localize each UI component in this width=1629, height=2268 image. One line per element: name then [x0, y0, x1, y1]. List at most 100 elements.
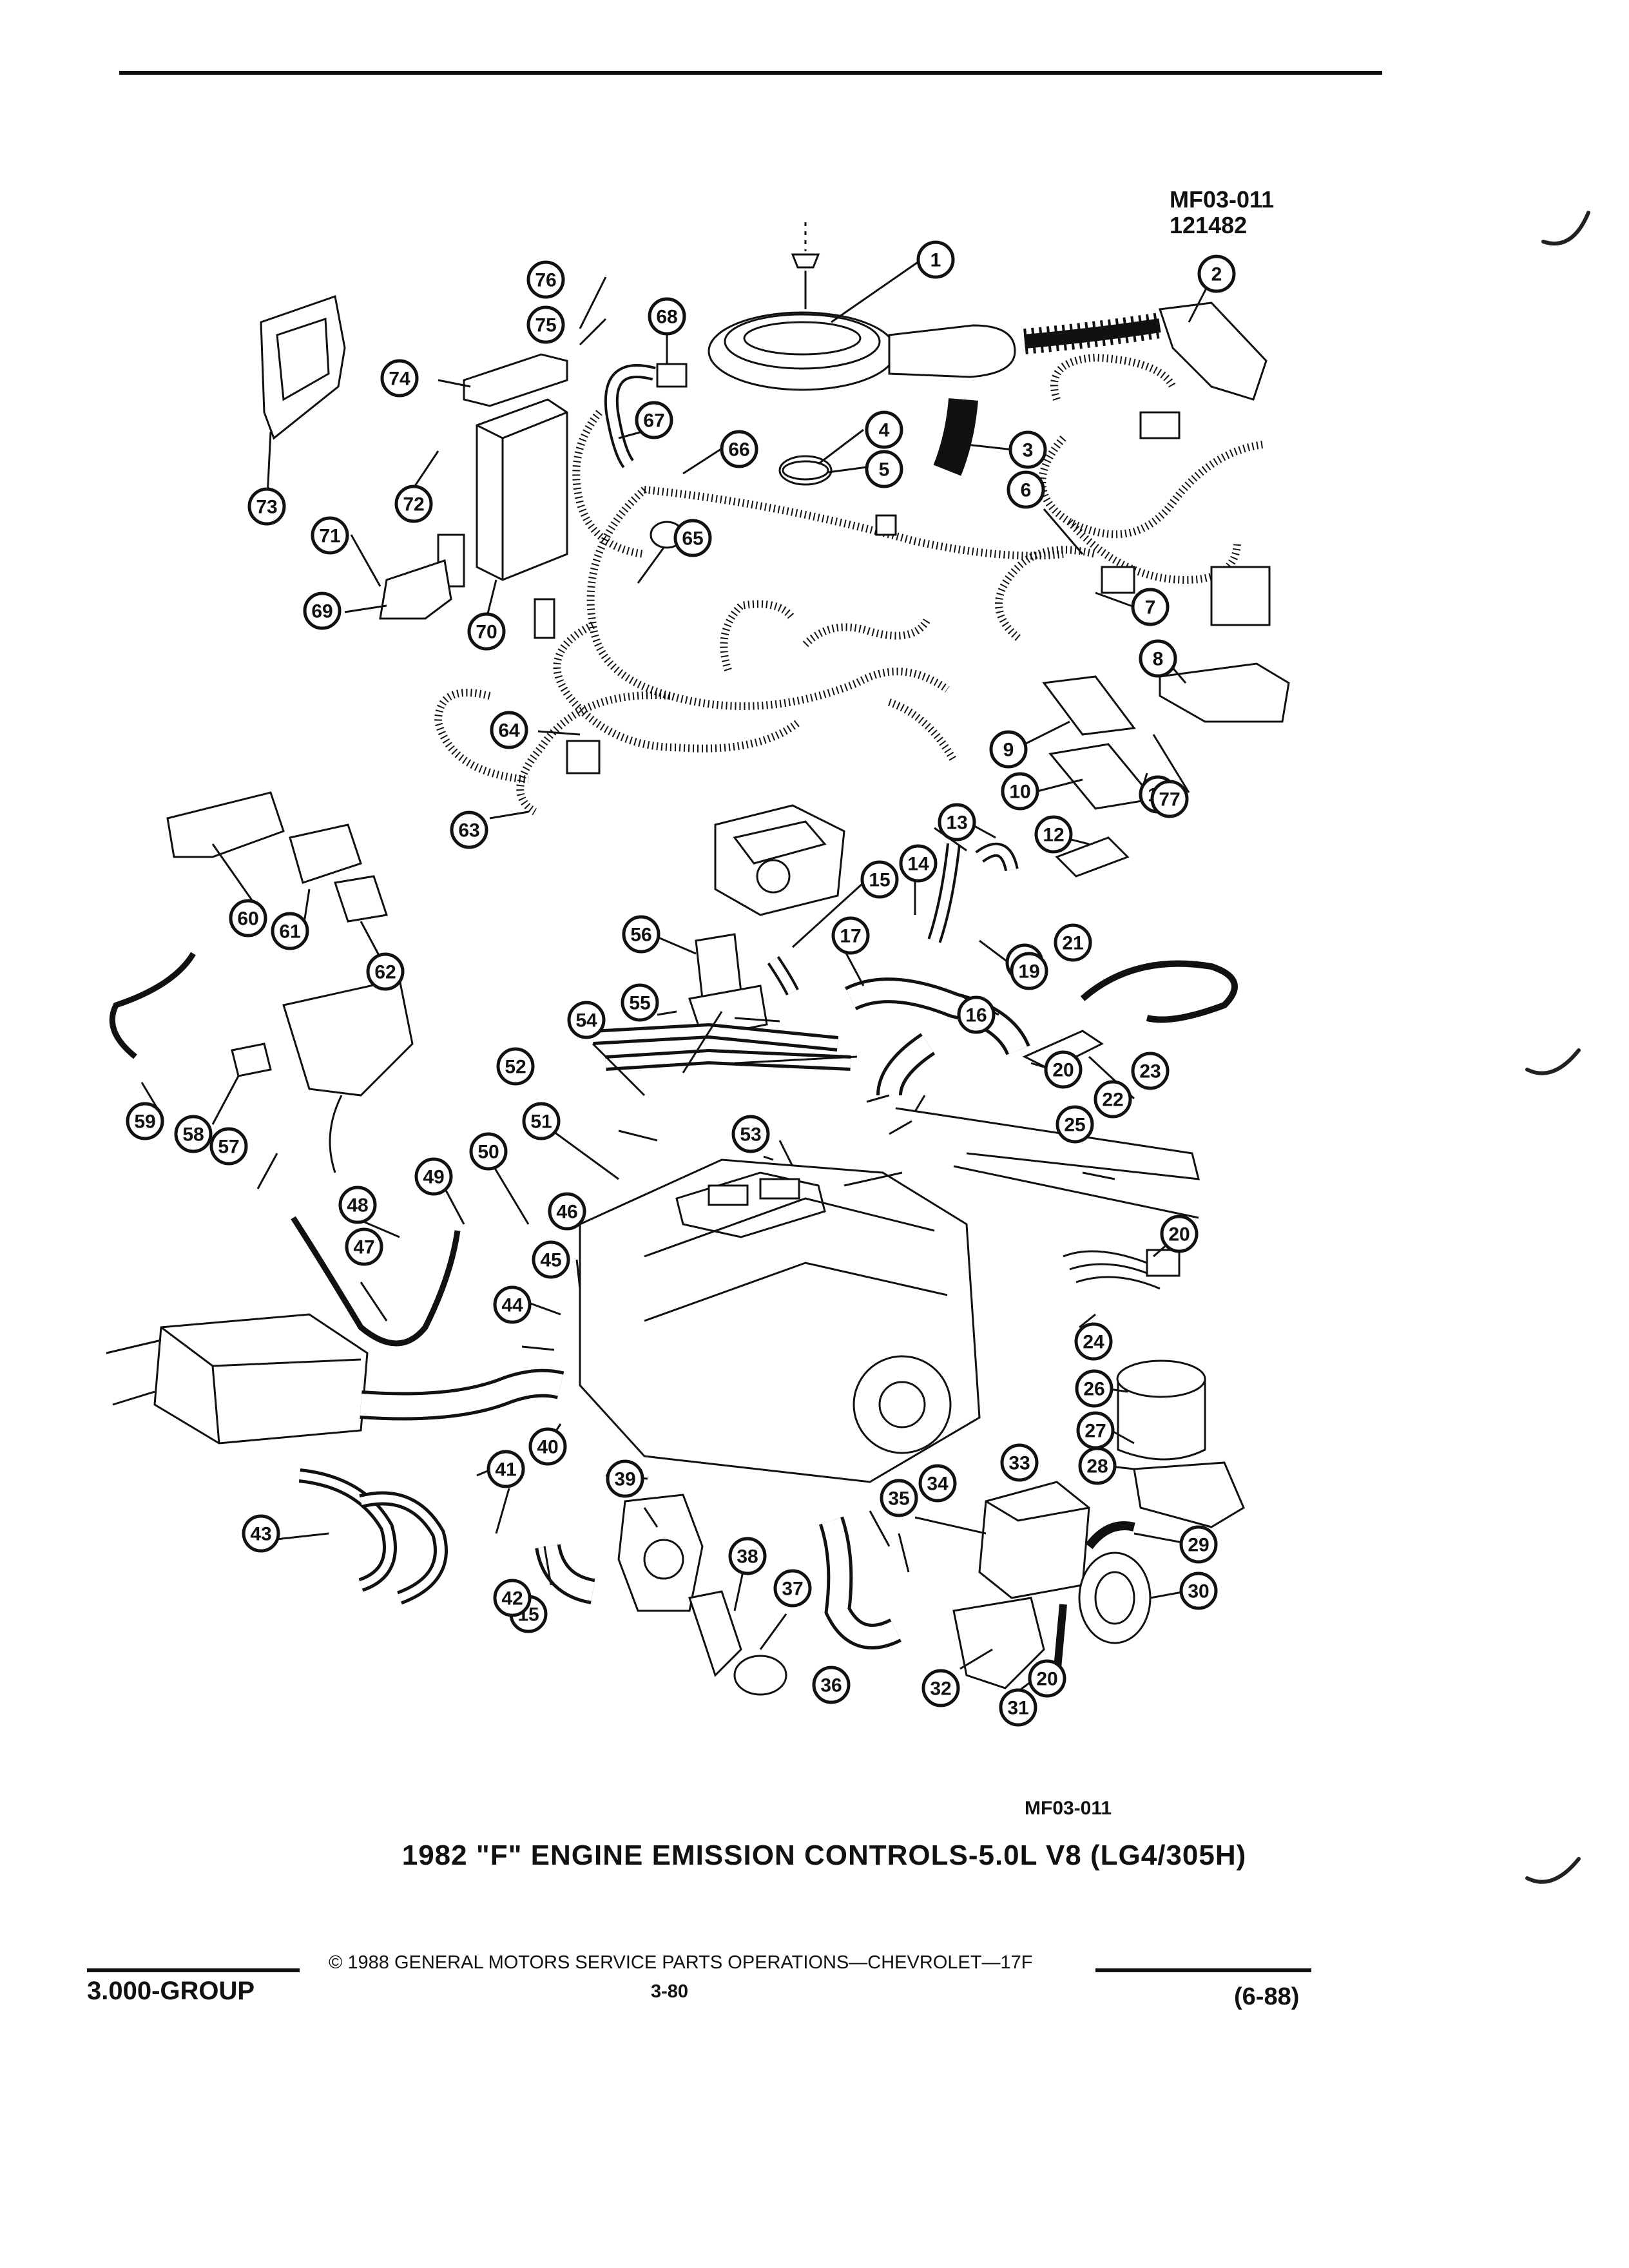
- callout-label: 54: [575, 1010, 597, 1032]
- callout-label: 66: [728, 439, 749, 461]
- callout-label: 9: [1003, 740, 1014, 761]
- callout-label: 25: [1064, 1115, 1085, 1136]
- callout-76: 76: [526, 260, 565, 299]
- footer-page-number: 3-80: [651, 1981, 689, 2002]
- callout-label: 35: [888, 1488, 909, 1510]
- callout-57: 57: [209, 1127, 248, 1166]
- callout-26: 26: [1075, 1369, 1113, 1408]
- callout-label: 40: [537, 1437, 558, 1458]
- margin-mark: [1525, 1857, 1581, 1884]
- footer-rule-right: [1095, 1968, 1311, 1972]
- bracket: [952, 1597, 1045, 1689]
- callout-label: 20: [1168, 1224, 1190, 1245]
- callout-label: 77: [1159, 789, 1180, 811]
- callout-20: 20: [1044, 1050, 1083, 1089]
- bracket: [379, 559, 452, 620]
- callout-43: 43: [242, 1514, 280, 1553]
- callout-label: 36: [820, 1675, 842, 1696]
- callout-label: 49: [423, 1167, 444, 1188]
- callout-12: 12: [1034, 815, 1073, 854]
- callout-label: 8: [1153, 649, 1164, 670]
- callout-9: 9: [989, 730, 1028, 769]
- wire-harness-right: [995, 353, 1271, 641]
- callout-label: 14: [907, 854, 929, 875]
- callout-16: 16: [957, 995, 996, 1034]
- callout-50: 50: [469, 1132, 508, 1171]
- callout-42: 42: [493, 1579, 532, 1617]
- vacuum-pump: [688, 1590, 787, 1696]
- callout-35: 35: [880, 1479, 918, 1517]
- relay-bracket: [166, 791, 388, 923]
- bracket: [1055, 836, 1130, 878]
- callout-label: 64: [498, 720, 520, 742]
- intake-duct: [1023, 302, 1268, 401]
- callout-23: 23: [1131, 1052, 1170, 1090]
- callout-label: 37: [782, 1579, 803, 1600]
- callout-label: 7: [1145, 597, 1156, 619]
- hose: [933, 398, 978, 476]
- callout-21: 21: [1054, 923, 1092, 962]
- callout-label: 29: [1188, 1535, 1209, 1556]
- wire-harness: [1063, 1249, 1181, 1290]
- callout-label: 62: [374, 962, 396, 983]
- callout-61: 61: [271, 912, 309, 950]
- callout-label: 53: [740, 1124, 761, 1146]
- callout-label: 41: [495, 1459, 516, 1481]
- callout-58: 58: [174, 1115, 213, 1153]
- callout-label: 22: [1102, 1090, 1123, 1111]
- callout-label: 5: [879, 459, 890, 481]
- callout-label: 6: [1021, 480, 1032, 501]
- hose: [538, 1544, 595, 1601]
- callout-63: 63: [450, 811, 488, 849]
- callout-67: 67: [635, 401, 673, 439]
- callout-49: 49: [414, 1157, 453, 1196]
- catalytic-converter: [106, 1313, 564, 1445]
- air-diverter-valve: [978, 1481, 1090, 1599]
- air-cleaner: [708, 222, 1016, 391]
- callout-label: 43: [250, 1524, 271, 1545]
- ecm-mount-bracket: [260, 295, 346, 440]
- callout-label: 30: [1188, 1581, 1209, 1602]
- callout-38: 38: [728, 1537, 767, 1575]
- figure-title: 1982 "F" ENGINE EMISSION CONTROLS-5.0L V…: [401, 1840, 1247, 1871]
- callout-label: 23: [1139, 1061, 1161, 1082]
- bracket: [1159, 662, 1290, 723]
- callout-33: 33: [1000, 1443, 1039, 1482]
- egr-valve: [688, 933, 768, 1039]
- callout-41: 41: [487, 1450, 525, 1488]
- callout-1: 1: [916, 240, 955, 279]
- margin-mark: [1525, 1048, 1581, 1075]
- callout-60: 60: [229, 899, 267, 937]
- callout-label: 20: [1052, 1060, 1074, 1081]
- callout-label: 56: [630, 925, 651, 946]
- seal: [778, 455, 833, 486]
- callout-71: 71: [311, 516, 349, 555]
- callout-77: 77: [1150, 780, 1189, 818]
- shield: [1042, 675, 1136, 736]
- frame-rail: [895, 1107, 1200, 1180]
- callout-53: 53: [731, 1115, 770, 1153]
- callout-label: 20: [1036, 1669, 1057, 1690]
- callout-6: 6: [1007, 470, 1045, 509]
- pcv-hose: [604, 363, 688, 468]
- callout-label: 72: [403, 494, 424, 515]
- callout-label: 68: [656, 307, 677, 328]
- vacuum-hoses: [767, 842, 1030, 1097]
- callout-label: 4: [879, 420, 890, 441]
- hose: [822, 1517, 900, 1646]
- oxygen-sensor: [109, 952, 196, 1059]
- callout-label: 13: [946, 812, 967, 834]
- callout-73: 73: [247, 487, 286, 526]
- callout-label: 33: [1008, 1453, 1030, 1474]
- callout-label: 75: [535, 315, 556, 336]
- callout-label: 63: [458, 820, 479, 841]
- callout-56: 56: [622, 915, 660, 954]
- callout-label: 10: [1009, 782, 1030, 803]
- callout-label: 24: [1083, 1332, 1104, 1353]
- callout-31: 31: [999, 1688, 1037, 1727]
- callout-label: 60: [237, 908, 258, 930]
- footer-copyright: © 1988 GENERAL MOTORS SERVICE PARTS OPER…: [329, 1952, 1033, 1973]
- footer-rule-left: [87, 1968, 300, 1972]
- callout-30: 30: [1179, 1571, 1218, 1610]
- engine-block: [579, 1158, 981, 1483]
